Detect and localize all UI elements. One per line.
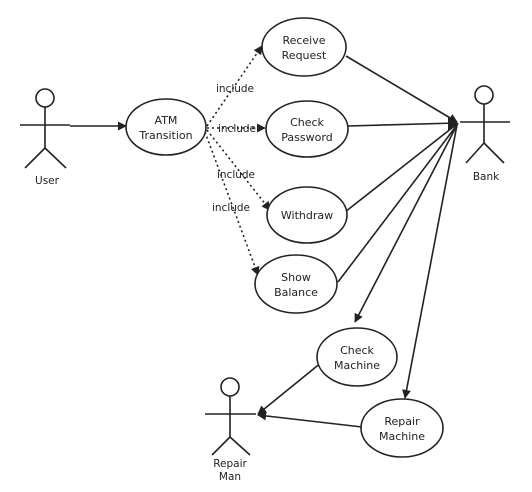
use-case-receive-request-line2: Request [282,49,327,62]
include-edge-show-balance [204,131,260,276]
include-edge-withdraw [206,129,271,211]
edge-receive-request-bank [345,55,458,123]
actor-repair-man-label-line1: Repair [213,458,247,470]
include-label-withdraw: include [217,169,255,181]
actor-bank-head [474,85,494,105]
edge-check-machine-repair-man [257,361,323,415]
actor-repair-man[interactable] [205,377,256,456]
use-case-receive-request-line1: Receive [282,34,325,47]
include-label-check-password: include [218,123,256,135]
use-case-withdraw-label: Withdraw [281,209,333,222]
actor-bank[interactable] [460,85,510,164]
use-case-atm-transition-line1: ATM [155,114,178,127]
edge-bank-repair-machine [402,124,458,399]
use-case-atm-transition[interactable]: ATM Transition [125,98,207,156]
actor-bank-right-leg [483,142,505,164]
use-case-repair-machine-line1: Repair [384,415,420,428]
use-case-check-password[interactable]: Check Password [265,100,349,158]
actor-bank-left-leg [465,142,485,164]
use-case-atm-transition-line2: Transition [138,129,192,142]
use-case-show-balance[interactable]: Show Balance [254,254,338,314]
include-edge-receive-request [206,45,263,127]
edge-bank-check-machine [354,124,458,323]
use-case-check-machine[interactable]: Check Machine [316,327,398,387]
actor-user-left-leg [24,147,46,169]
actor-user-label: User [35,175,60,187]
actor-user-head [35,88,55,108]
use-case-receive-request[interactable]: Receive Request [261,17,347,77]
use-case-check-password-line2: Password [281,131,332,144]
edge-withdraw-bank [344,123,458,213]
edge-check-password-bank [347,118,458,128]
use-case-check-machine-line1: Check [340,344,374,357]
use-case-withdraw[interactable]: Withdraw [266,186,348,244]
use-case-check-password-line1: Check [290,116,324,129]
actor-bank-label: Bank [473,171,500,183]
actor-user-right-leg [44,147,67,169]
include-label-show-balance: include [212,202,250,214]
actor-repair-man-right-leg [229,436,251,456]
edge-repair-machine-repair-man [257,411,363,428]
use-case-repair-machine[interactable]: Repair Machine [360,398,444,458]
actor-user[interactable] [20,88,70,169]
use-case-show-balance-line1: Show [281,271,311,284]
use-case-check-machine-line2: Machine [334,359,380,372]
actor-repair-man-head [220,377,240,397]
include-label-receive-request: include [216,83,254,95]
actor-repair-man-left-leg [211,436,231,456]
edge-show-balance-bank [337,124,458,283]
actor-repair-man-label-line2: Man [219,471,241,483]
use-case-show-balance-line2: Balance [274,286,318,299]
use-case-repair-machine-line2: Machine [379,430,425,443]
bank-convergence-arrowhead [448,116,459,131]
